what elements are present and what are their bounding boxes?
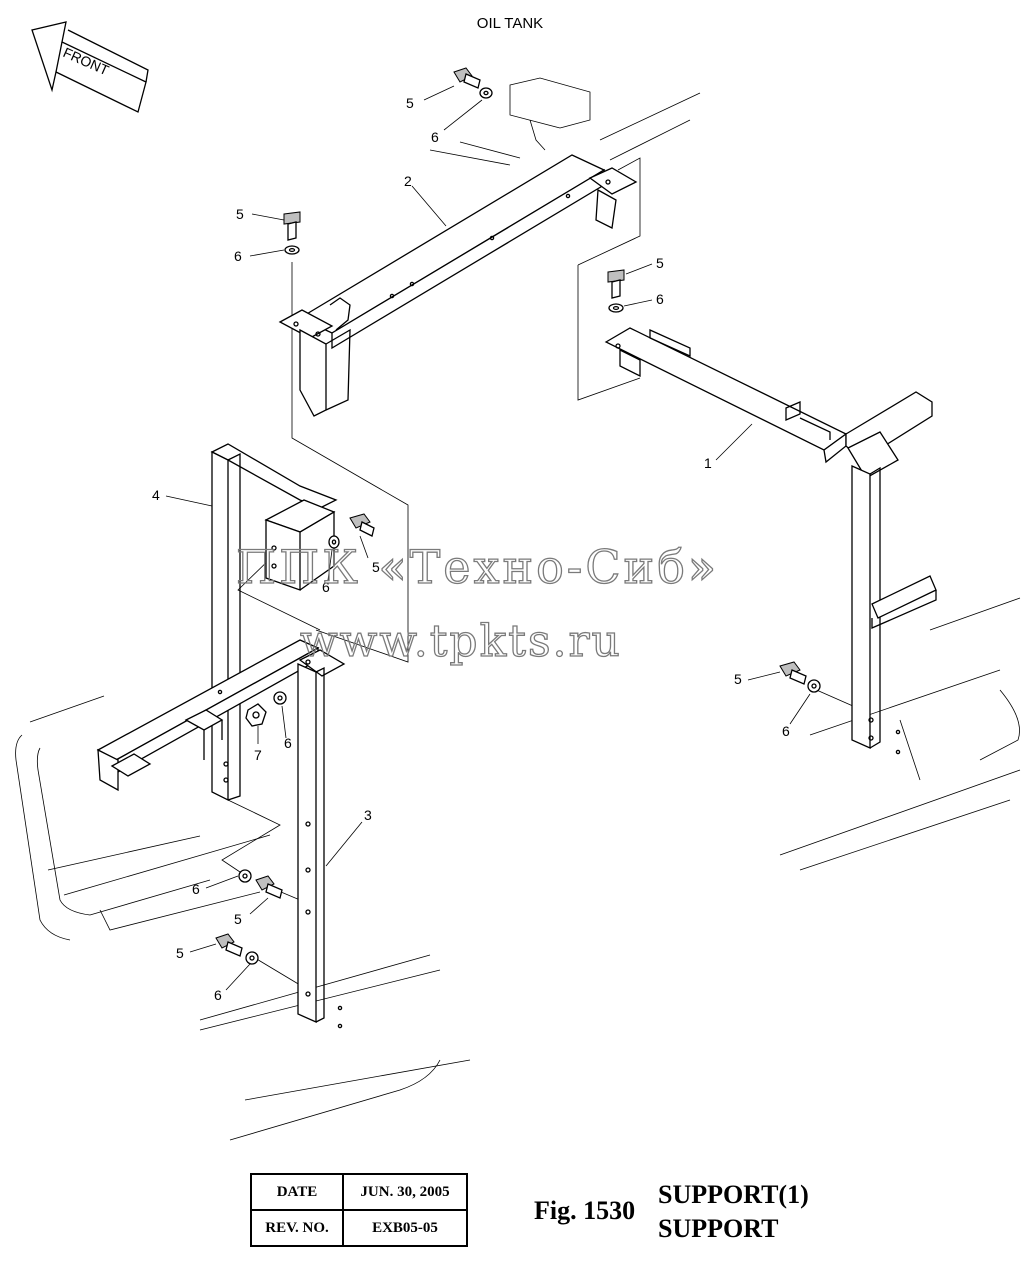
callout-left-washer: 6 [234,248,242,264]
callout-right-bolt: 5 [656,255,664,271]
date-label: DATE [250,1173,344,1211]
rev-value: EXB05-05 [342,1209,468,1247]
callout-part-3: 3 [364,807,372,823]
bolt-icon [215,933,243,957]
background-frame-outlines [15,77,1021,1141]
bolt-icon [453,67,481,89]
bolt-icon [607,269,625,299]
callout-part-1: 1 [704,455,712,471]
callout-lower-right-bolt: 5 [734,671,742,687]
callout-nut: 7 [254,747,262,763]
washer-icon [328,535,340,549]
callout-nut-washer: 6 [284,735,292,751]
callout-mid-bolt: 5 [372,559,380,575]
watermark-url: www.tpkts.ru [300,616,622,667]
callout-top-bolt: 5 [406,95,414,111]
washer-icon [807,679,821,693]
washer-icon [238,869,252,883]
callout-bottom-washer: 6 [214,987,222,1003]
nut-icon [245,703,267,727]
callout-lower-left-washer: 6 [192,881,200,897]
bolt-icon [779,661,807,685]
bolt-icon [255,875,283,899]
diagram-title: OIL TANK [476,15,544,32]
part-1-right-support [604,327,937,755]
revision-info-table: DATE JUN. 30, 2005 REV. NO. EXB05-05 [250,1173,468,1247]
callout-top-washer: 6 [431,129,439,145]
callout-leaders [165,85,811,991]
callout-left-bolt: 5 [236,206,244,222]
part-2-upper-beam [278,154,638,417]
date-value: JUN. 30, 2005 [342,1173,468,1211]
watermark-company: ППК «Техно-Сиб» [236,540,719,594]
location-lines [221,157,863,986]
front-arrow-icon: FRONT [31,21,149,113]
callout-mid-washer: 6 [322,579,330,595]
part-3-lower-support [96,639,346,1029]
washer-icon [273,691,287,705]
callout-bottom-bolt: 5 [176,945,184,961]
callout-right-washer: 6 [656,291,664,307]
callout-lower-left-bolt: 5 [234,911,242,927]
washer-icon [245,951,259,965]
rev-label: REV. NO. [250,1209,344,1247]
bolt-icon [283,211,301,241]
figure-titles: SUPPORT(1) SUPPORT [658,1178,809,1246]
washer-icon [284,245,300,255]
washer-icon [608,303,624,313]
figure-number: Fig. 1530 [534,1196,636,1225]
bolt-icon [349,513,375,537]
figure-title-line-2: SUPPORT [658,1214,779,1243]
callout-part-2: 2 [404,173,412,189]
callout-part-4: 4 [152,487,160,503]
figure-title-line-1: SUPPORT(1) [658,1180,809,1209]
front-label: FRONT [61,44,112,78]
callout-lower-right-washer: 6 [782,723,790,739]
washer-icon [479,87,493,99]
